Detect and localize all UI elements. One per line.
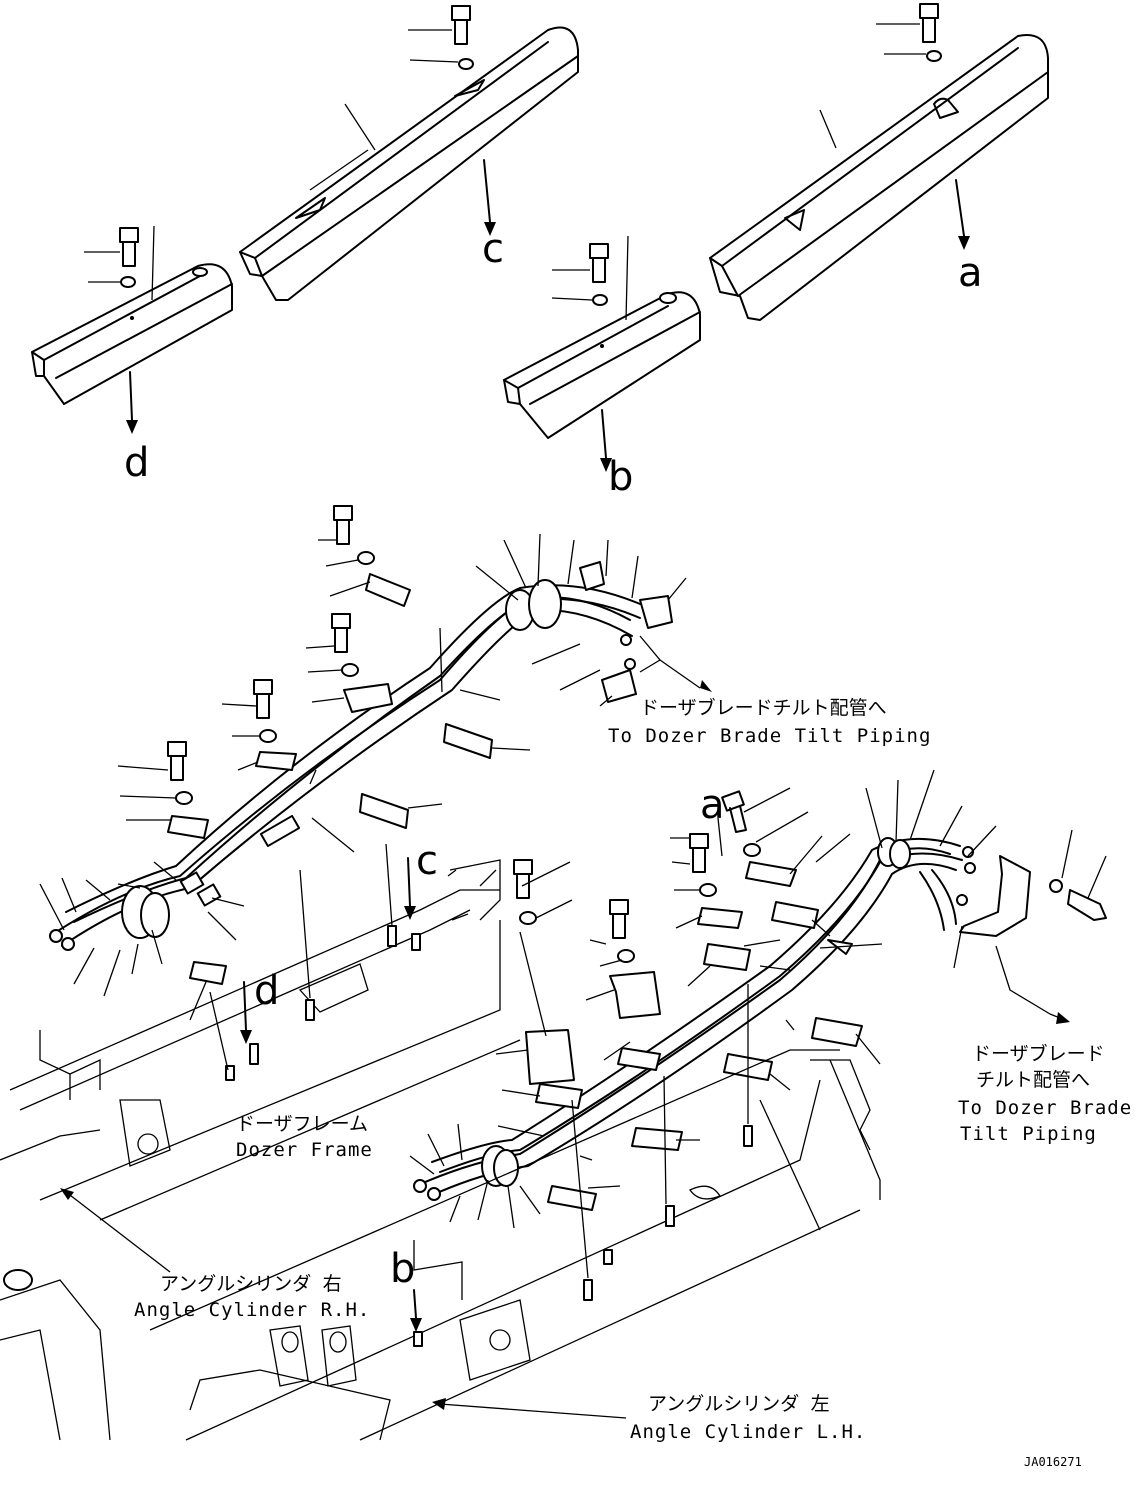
angle-cylinder-lh-jp: アングルシリンダ 左 [648, 1393, 830, 1415]
dozer-frame-en: Dozer Frame [236, 1139, 373, 1161]
callout-arrows-lower [240, 817, 723, 1332]
callout-b-top: b [608, 454, 633, 500]
label-pointers [60, 1188, 627, 1419]
callout-a-mid: a [700, 782, 725, 828]
dozer-frame [0, 859, 881, 1441]
dozer-frame-jp: ドーザフレーム [236, 1113, 368, 1135]
angle-cylinder-rh-en: Angle Cylinder R.H. [134, 1299, 370, 1321]
tilt-upper-jp: ドーザブレードチルト配管へ [640, 696, 887, 719]
bolt-cover-a [876, 3, 942, 62]
angle-cylinder-rh-jp: アングルシリンダ 右 [160, 1273, 342, 1295]
upper-clamps [39, 505, 687, 1021]
lower-clamps [409, 769, 1107, 1229]
tilt-pointer-upper [639, 635, 712, 692]
callout-b-low: b [390, 1246, 415, 1292]
callout-d-mid: d [254, 968, 279, 1014]
bolt-cover-d [84, 227, 139, 288]
tilt-right-jp1: ドーザブレード [972, 1042, 1105, 1065]
cover-d-short [31, 225, 233, 434]
bolt-cover-b [551, 243, 609, 306]
angle-cylinder-lh-en: Angle Cylinder L.H. [630, 1421, 866, 1443]
drawing-id: JA016271 [1024, 1455, 1082, 1469]
tilt-upper-en: To Dozer Brade Tilt Piping [608, 725, 931, 747]
cover-b-short [503, 235, 701, 472]
frame-bolt-posts [209, 843, 753, 1347]
callout-d-top: d [124, 440, 149, 486]
lower-pipe-assembly [413, 837, 1107, 1201]
callout-a-top: a [958, 250, 983, 296]
tilt-pointer-right [995, 945, 1070, 1024]
cover-a-long [709, 34, 1049, 321]
cover-c-long [239, 26, 579, 301]
tilt-right-en1: To Dozer Brade [958, 1097, 1132, 1119]
upper-pipe-assembly [49, 579, 673, 951]
bolt-cover-c [408, 5, 474, 70]
callout-c-mid: c [416, 838, 438, 884]
tilt-right-en2: Tilt Piping [960, 1123, 1097, 1145]
tilt-right-jp2: チルト配管へ [976, 1069, 1090, 1091]
callout-c-top: c [482, 226, 504, 272]
